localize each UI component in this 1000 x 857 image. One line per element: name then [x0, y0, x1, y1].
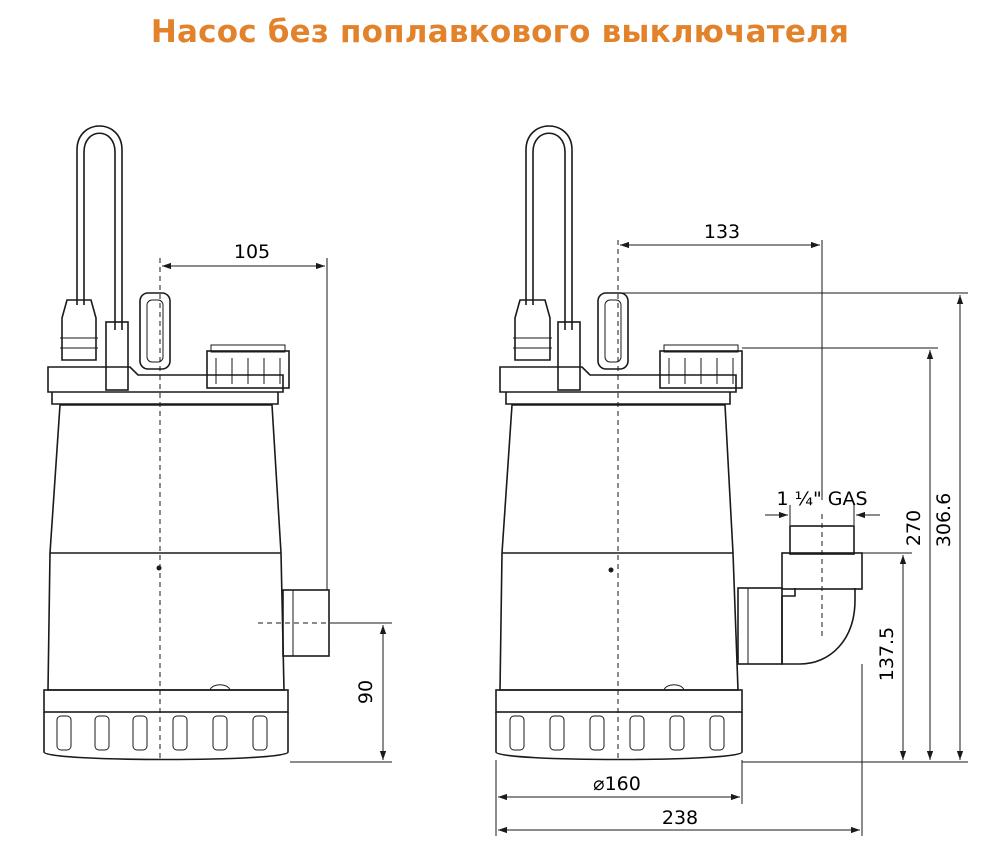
dim-238-label: 238 [662, 807, 698, 829]
dim-306-6-label: 306.6 [933, 493, 955, 547]
page-title: Насос без поплавкового выключателя [150, 14, 850, 50]
side-view [495, 125, 968, 836]
dim-270-label: 270 [903, 510, 925, 546]
dim-137-5-label: 137.5 [876, 627, 898, 681]
dim-diameter-160-label: ⌀160 [593, 773, 641, 795]
front-view [43, 125, 392, 763]
dim-133-label: 133 [704, 221, 740, 243]
dim-gas-label: 1 ¼" GAS [776, 488, 867, 510]
dim-90-label: 90 [355, 680, 377, 704]
dim-105-label: 105 [234, 241, 270, 263]
